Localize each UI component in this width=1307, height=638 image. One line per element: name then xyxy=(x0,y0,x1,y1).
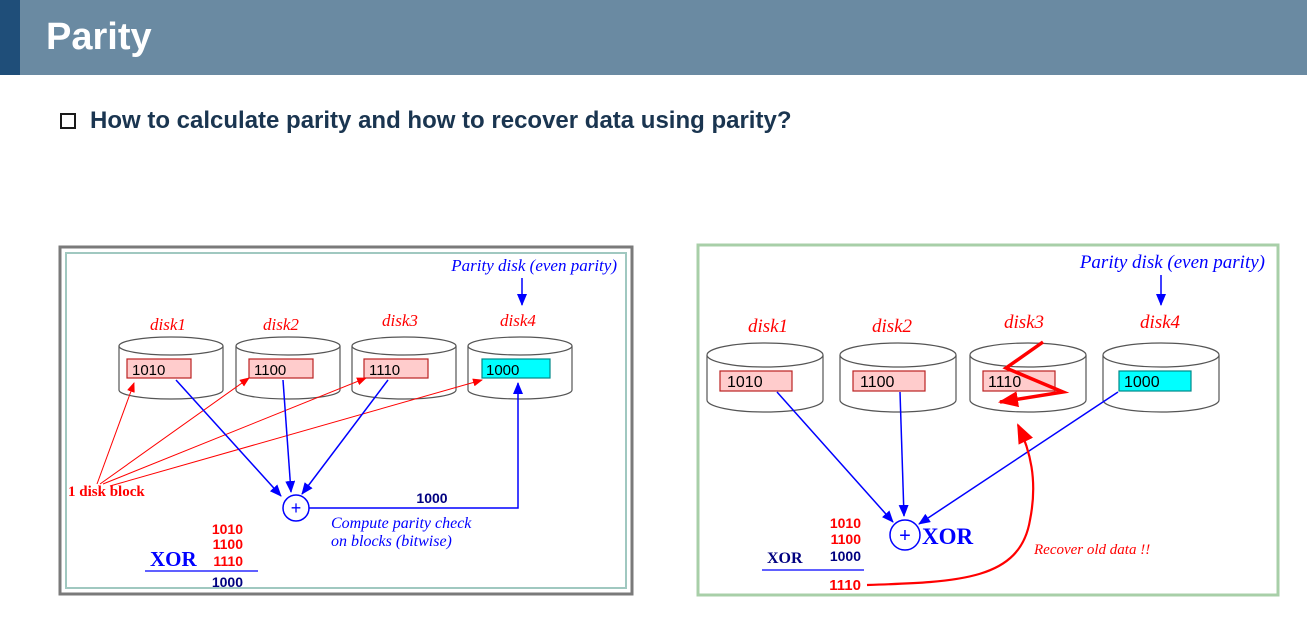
left-disk1: 1010 xyxy=(118,336,224,400)
left-compute-line1: Compute parity check xyxy=(331,515,472,532)
title-bar-accent xyxy=(0,0,20,75)
right-xor-circle-label: XOR xyxy=(922,524,974,549)
left-parity-label: Parity disk (even parity) xyxy=(450,256,617,275)
left-diagram-inner-frame xyxy=(65,252,627,589)
left-disk2: 1100 xyxy=(235,336,341,400)
left-disk3-value: 1110 xyxy=(369,362,400,379)
left-parity-output-arrow xyxy=(309,382,523,509)
slide-title: Parity xyxy=(46,16,152,58)
right-diagram: Parity disk (even parity) disk1 disk2 di… xyxy=(696,243,1280,597)
right-disk2-block xyxy=(852,370,926,392)
left-operand-2: 1100 xyxy=(213,536,244,552)
right-disk2-name: disk2 xyxy=(872,316,913,337)
left-operand-3: 1110 xyxy=(213,553,243,569)
left-xor-result: 1000 xyxy=(212,574,243,590)
left-disk1-value: 1010 xyxy=(132,362,165,379)
recover-label: Recover old data !! xyxy=(1033,542,1150,558)
right-diagram-frame xyxy=(696,243,1280,597)
left-disk2-block xyxy=(248,358,314,379)
left-xor-label: XOR xyxy=(150,547,198,571)
left-disk4: 1000 xyxy=(467,336,573,400)
right-disk3: 1110 xyxy=(969,340,1087,413)
left-xor-plus: + xyxy=(291,498,302,518)
right-disk1-name: disk1 xyxy=(748,316,788,337)
right-operand-2: 1100 xyxy=(831,531,862,547)
right-disk3-value: 1110 xyxy=(988,374,1021,391)
left-diagram-frame xyxy=(58,245,634,596)
left-block-pointer-lines xyxy=(96,377,483,487)
left-xor-input-arrows xyxy=(175,379,389,497)
bullet-point: How to calculate parity and how to recov… xyxy=(60,107,791,135)
right-operand-3: 1000 xyxy=(830,548,861,564)
right-xor-input-arrows xyxy=(776,391,1119,525)
left-disk1-name: disk1 xyxy=(150,315,186,334)
right-xor-circle xyxy=(889,519,921,551)
right-disk1: 1010 xyxy=(706,342,824,413)
left-xor-computation: 1010 1100 1110 XOR 1000 xyxy=(145,521,258,590)
left-operand-1: 1010 xyxy=(212,521,243,537)
left-parity-result: 1000 xyxy=(416,490,447,506)
right-xor-label: XOR xyxy=(767,550,803,567)
square-bullet-icon xyxy=(60,113,76,129)
recover-arrow xyxy=(866,423,1035,587)
right-xor-computation: 1010 1100 XOR 1000 1110 xyxy=(762,515,864,594)
right-disk2-value: 1100 xyxy=(860,374,895,391)
left-compute-line2: on blocks (bitwise) xyxy=(331,533,452,550)
right-disk1-value: 1010 xyxy=(727,374,763,391)
left-disk4-value: 1000 xyxy=(486,362,519,379)
left-diagram: Parity disk (even parity) disk1 disk2 di… xyxy=(58,245,634,596)
left-disk4-block xyxy=(481,358,551,379)
right-disk3-name: disk3 xyxy=(1004,312,1044,333)
title-bar xyxy=(0,0,1307,75)
left-disk2-name: disk2 xyxy=(263,315,299,334)
right-disk4: 1000 xyxy=(1102,342,1220,413)
right-disk4-block xyxy=(1118,370,1192,392)
right-xor-plus: + xyxy=(899,525,911,547)
right-disk4-name: disk4 xyxy=(1140,312,1181,333)
right-xor-result: 1110 xyxy=(829,577,861,594)
left-disk4-name: disk4 xyxy=(500,311,536,330)
right-disk1-block xyxy=(719,370,793,392)
left-disk3-name: disk3 xyxy=(382,311,418,330)
right-operand-1: 1010 xyxy=(830,515,861,531)
left-disk1-block xyxy=(126,358,192,379)
right-parity-label: Parity disk (even parity) xyxy=(1079,252,1265,273)
left-disk3-block xyxy=(363,358,429,379)
right-disk4-value: 1000 xyxy=(1124,374,1160,391)
left-disk2-value: 1100 xyxy=(254,362,286,379)
right-disk2: 1100 xyxy=(839,342,957,413)
right-disk3-block xyxy=(982,370,1056,392)
left-block-label: 1 disk block xyxy=(68,484,145,500)
question-text: How to calculate parity and how to recov… xyxy=(90,107,792,134)
left-disk3: 1110 xyxy=(351,336,457,400)
failure-lightning-icon xyxy=(998,340,1070,408)
